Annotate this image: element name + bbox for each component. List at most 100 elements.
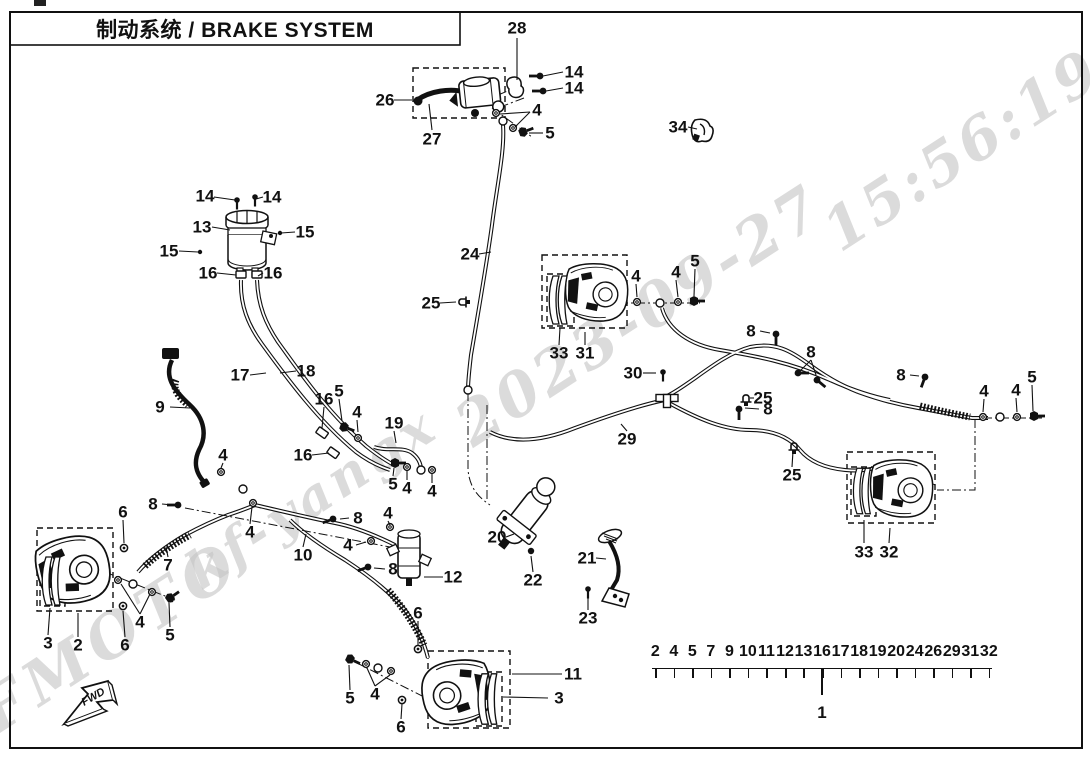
part-callout-18: 18 — [296, 361, 316, 381]
part-callout-29: 29 — [617, 429, 637, 449]
index-tick — [951, 668, 954, 678]
rear-right-pads — [852, 467, 871, 515]
part-callout-24: 24 — [460, 244, 480, 264]
index-number-17: 17 — [831, 643, 850, 660]
part-callout-14: 14 — [564, 78, 584, 98]
part-callout-5: 5 — [165, 625, 175, 645]
part-callout-10: 10 — [293, 545, 313, 565]
tee-junction — [655, 393, 679, 409]
index-tick — [896, 668, 898, 678]
part-callout-4: 4 — [352, 402, 362, 422]
junction-valve — [385, 529, 433, 586]
part-callout-28: 28 — [507, 18, 527, 38]
index-tick — [840, 668, 843, 678]
part-callout-5: 5 — [545, 123, 555, 143]
part-callout-4: 4 — [631, 266, 641, 286]
part-callout-8: 8 — [806, 342, 816, 362]
hose-clamps — [235, 270, 340, 460]
part-callout-4: 4 — [218, 445, 228, 465]
index-tick — [766, 668, 768, 678]
part-callout-4: 4 — [427, 481, 437, 501]
index-tick — [784, 668, 787, 678]
index-number-9: 9 — [724, 643, 734, 660]
part-callout-33: 33 — [549, 343, 569, 363]
construction-lines — [104, 84, 1042, 701]
part-callout-3: 3 — [554, 688, 564, 708]
part-callout-3: 3 — [43, 633, 53, 653]
part-callout-8: 8 — [353, 508, 363, 528]
page-title: 制动系统 / BRAKE SYSTEM — [96, 18, 374, 42]
clevis-pin — [527, 547, 535, 555]
brake-pedal — [597, 528, 630, 608]
index-number-26: 26 — [924, 643, 943, 660]
part-callout-6: 6 — [396, 717, 406, 737]
rear-right-caliper — [868, 457, 935, 520]
leader-lines — [47, 38, 1034, 720]
part-callout-34: 34 — [668, 117, 688, 137]
part-callout-5: 5 — [690, 251, 700, 271]
part-callout-14: 14 — [564, 62, 584, 82]
part-callout-25: 25 — [782, 465, 802, 485]
hose-clamp-34 — [690, 118, 714, 143]
index-tick — [988, 668, 991, 678]
assembly-group-label: 1 — [817, 703, 827, 722]
part-callout-6: 6 — [118, 502, 128, 522]
part-callout-23: 23 — [578, 608, 598, 628]
index-number-19: 19 — [868, 643, 887, 660]
hose-eyelets — [128, 116, 1005, 673]
index-number-31: 31 — [961, 643, 980, 660]
frame-border — [9, 0, 1083, 749]
part-callout-4: 4 — [383, 503, 393, 523]
index-tick — [914, 668, 917, 678]
index-tick — [710, 668, 713, 678]
index-bracket-stem — [821, 668, 823, 695]
part-callout-5: 5 — [334, 381, 344, 401]
index-tick — [673, 668, 676, 678]
index-tick — [729, 668, 731, 678]
index-tick — [933, 668, 935, 678]
index-tick — [877, 668, 880, 678]
index-number-10: 10 — [739, 643, 757, 660]
part-callout-16: 16 — [293, 445, 313, 465]
part-callout-5: 5 — [388, 474, 398, 494]
part-callout-16: 16 — [263, 263, 283, 283]
part-callout-17: 17 — [230, 365, 250, 385]
index-tick — [822, 668, 824, 678]
part-callout-8: 8 — [896, 365, 906, 385]
part-callout-15: 15 — [159, 241, 179, 261]
index-number-4: 4 — [669, 643, 679, 660]
rear-left-caliper — [562, 261, 631, 324]
index-number-13: 13 — [794, 643, 813, 660]
part-callout-25: 25 — [753, 388, 773, 408]
part-callout-5: 5 — [345, 688, 355, 708]
part-callout-4: 4 — [671, 262, 681, 282]
part-callout-9: 9 — [155, 397, 165, 417]
part-callout-6: 6 — [413, 603, 423, 623]
part-callout-11: 11 — [564, 664, 582, 684]
index-number-32: 32 — [979, 643, 998, 660]
part-callout-32: 32 — [879, 542, 899, 562]
part-callout-27: 27 — [422, 129, 442, 149]
part-callout-26: 26 — [375, 90, 395, 110]
part-callout-6: 6 — [120, 635, 130, 655]
part-callout-8: 8 — [746, 321, 756, 341]
part-callout-4: 4 — [979, 381, 989, 401]
part-callout-12: 12 — [443, 567, 463, 587]
part-callout-30: 30 — [623, 363, 643, 383]
part-callout-21: 21 — [577, 548, 597, 568]
part-callout-4: 4 — [343, 535, 353, 555]
part-callout-33: 33 — [854, 542, 874, 562]
index-number-24: 24 — [905, 643, 924, 660]
part-callout-2: 2 — [73, 635, 83, 655]
part-callout-16: 16 — [314, 389, 334, 409]
index-number-16: 16 — [813, 643, 831, 660]
part-callout-4: 4 — [1011, 380, 1021, 400]
index-number-7: 7 — [706, 643, 716, 660]
index-number-18: 18 — [850, 643, 868, 660]
part-callout-22: 22 — [523, 570, 543, 590]
part-callout-14: 14 — [262, 187, 282, 207]
part-callout-14: 14 — [195, 186, 215, 206]
